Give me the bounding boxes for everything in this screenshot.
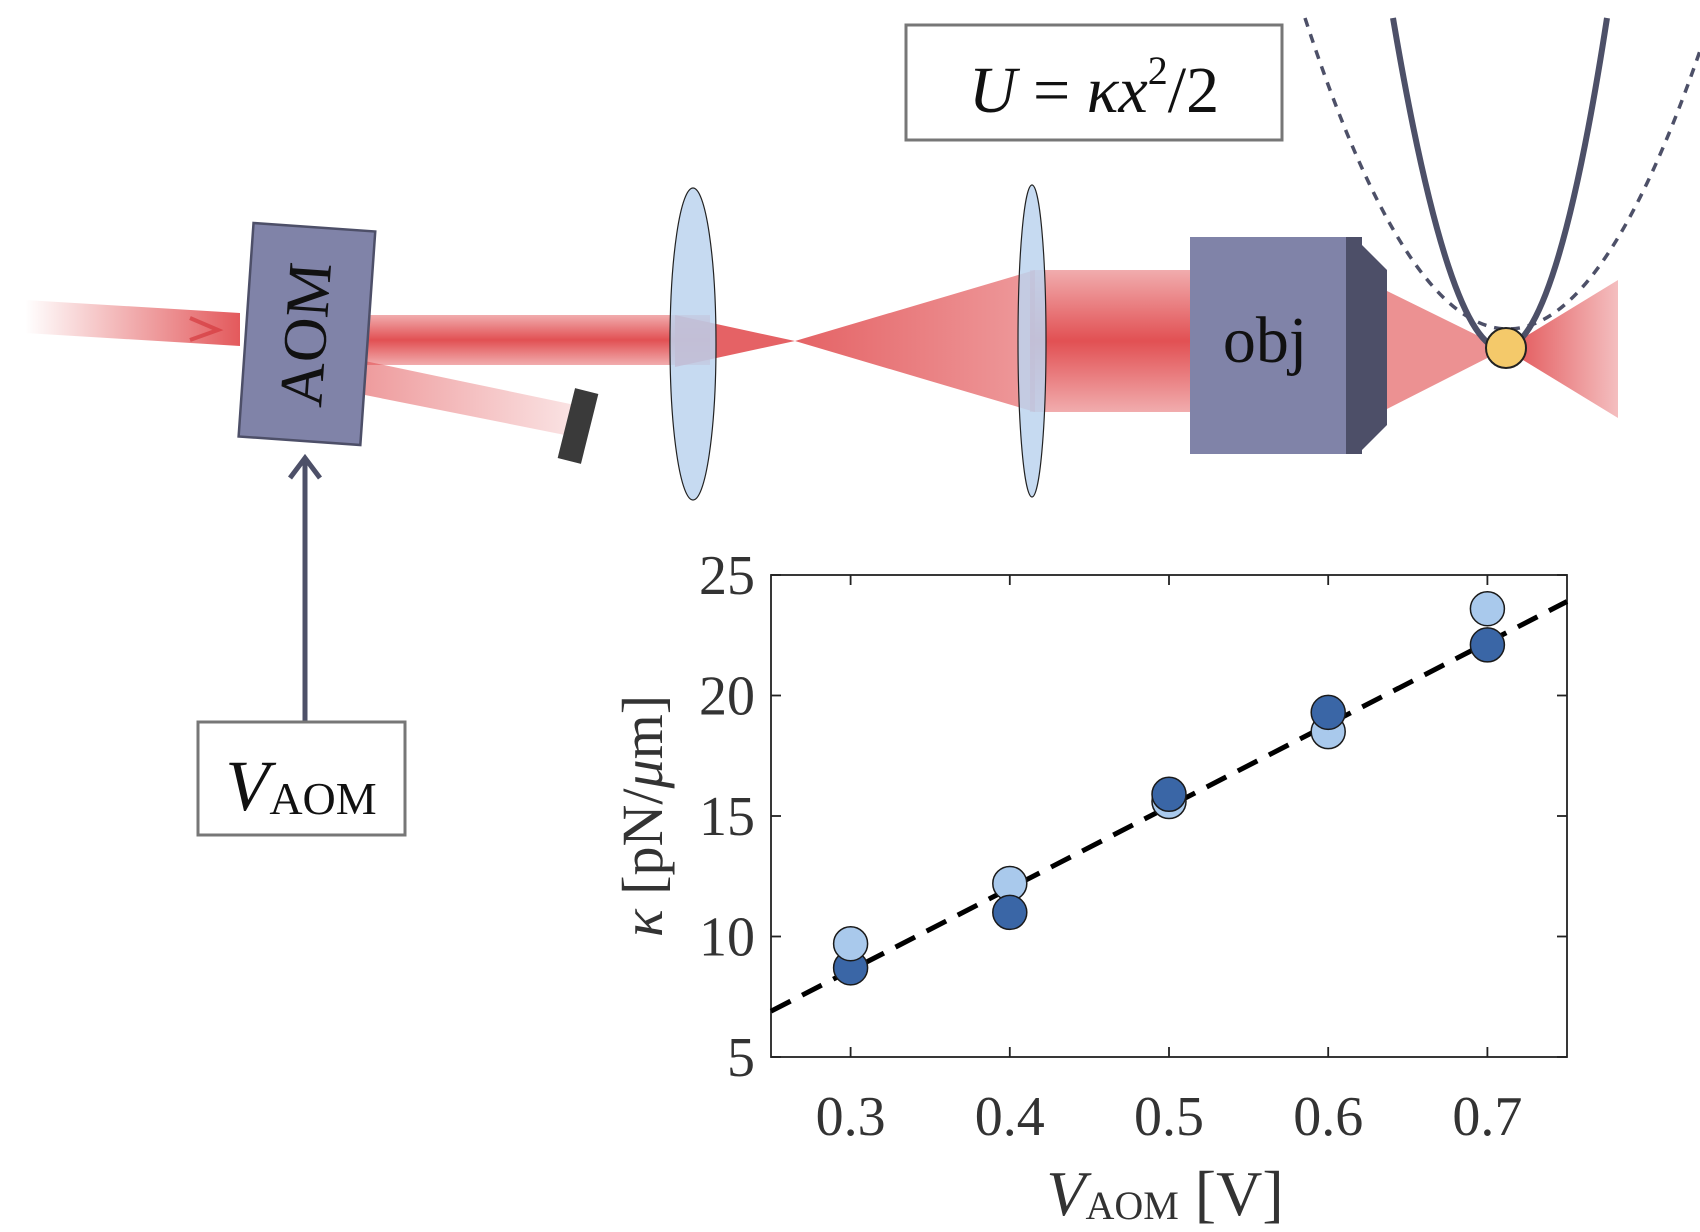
- y-axis-label-unit2: m]: [610, 695, 675, 759]
- kappa-vs-voltage-chart: 5 10 15 20 25 0.3 0.4 0.5 0.6 0.7 VAOM [V] κ [pN…: [610, 545, 1569, 1229]
- y-tick-label: 20: [699, 666, 755, 728]
- y-axis-label-symbol: κ: [610, 908, 675, 937]
- point-dark: [1310, 694, 1346, 731]
- x-axis-label-sub: AOM: [1085, 1183, 1178, 1228]
- formula-lhs: U: [969, 54, 1021, 127]
- data-points: [832, 590, 1506, 986]
- formula-kappa: κ: [1087, 54, 1120, 127]
- aom-label: AOM: [267, 260, 345, 409]
- formula-x: x: [1117, 54, 1147, 127]
- x-axis: 0.3 0.4 0.5 0.6 0.7: [816, 575, 1522, 1148]
- beam-dump: [557, 388, 599, 464]
- control-voltage-symbol: V: [225, 746, 276, 826]
- x-tick-label: 0.3: [816, 1086, 886, 1148]
- x-axis-label-unit: [V]: [1179, 1158, 1284, 1229]
- formula-eq: =: [1017, 54, 1087, 127]
- y-tick-label: 10: [699, 907, 755, 969]
- formula-exp: 2: [1148, 48, 1168, 93]
- y-axis-label: κ [pN/μm]: [610, 695, 675, 937]
- trapped-bead: [1485, 327, 1527, 369]
- control-voltage-box: [196, 720, 407, 837]
- deflected-beam: [360, 360, 575, 437]
- y-axis-label-mu: μ: [610, 759, 675, 789]
- x-axis-label: VAOM [V]: [1046, 1158, 1283, 1229]
- aom-device: [237, 221, 377, 447]
- y-tick-label: 25: [699, 545, 755, 607]
- objective-collar: [1346, 237, 1362, 454]
- objective-converge: [1385, 290, 1505, 410]
- x-tick-label: 0.5: [1134, 1086, 1204, 1148]
- y-axis: 5 10 15 20 25: [699, 545, 1567, 1089]
- point-light: [1469, 590, 1506, 627]
- objective-diverge: [1505, 280, 1618, 418]
- objective-tip: [1362, 245, 1387, 450]
- y-axis-label-unit: [pN/: [610, 788, 675, 910]
- y-tick-label: 5: [727, 1027, 755, 1089]
- control-voltage-sub: AOM: [269, 773, 376, 824]
- lens-2: [1017, 184, 1047, 498]
- y-tick-label: 15: [699, 786, 755, 848]
- x-axis-label-symbol: V: [1046, 1158, 1092, 1229]
- incoming-beam-arrow: [189, 316, 224, 342]
- potential-curve-solid: [1390, 17, 1610, 352]
- point-light: [832, 925, 869, 962]
- objective-label: obj: [1223, 304, 1307, 377]
- incoming-beam: [25, 300, 240, 346]
- x-tick-label: 0.6: [1293, 1086, 1363, 1148]
- beam-expanding: [795, 270, 1035, 412]
- potential-formula-box: [904, 23, 1284, 142]
- formula-tail: /2: [1168, 54, 1219, 127]
- point-dark: [1151, 776, 1187, 813]
- x-tick-label: 0.4: [975, 1086, 1045, 1148]
- lens-1: [669, 187, 717, 501]
- point-dark: [992, 894, 1028, 931]
- control-voltage-label: VAOM: [225, 746, 376, 826]
- fit-line: [769, 599, 1569, 1014]
- potential-formula: U = κx2/2: [969, 48, 1219, 127]
- x-tick-label: 0.7: [1452, 1086, 1522, 1148]
- control-arrow-head: [288, 453, 322, 480]
- expanded-beam: [1030, 270, 1195, 412]
- objective-body: [1190, 237, 1348, 454]
- point-dark: [1469, 627, 1506, 663]
- collimated-beam: [355, 315, 710, 365]
